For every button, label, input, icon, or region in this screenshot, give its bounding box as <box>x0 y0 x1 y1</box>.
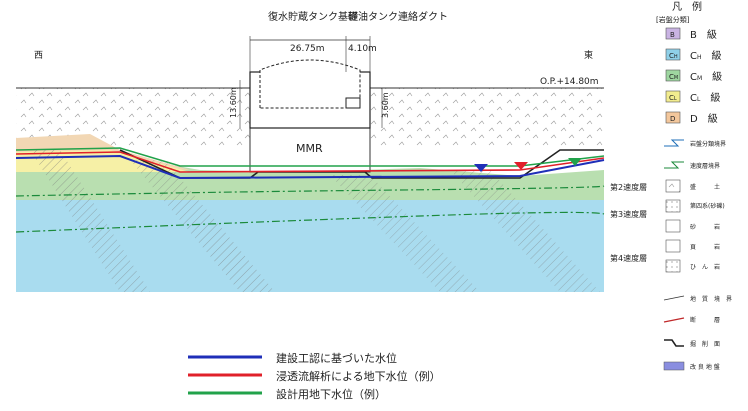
legend-improved-ground-label: 改 良 地 盤 <box>690 363 720 371</box>
east-label: 東 <box>584 49 593 61</box>
legend-velocity-boundary: 速度層境界 <box>664 161 720 170</box>
legend-rock-boundary: 岩盤分類境界 <box>664 139 726 148</box>
legend-geologic-boundary: 地 質 境 界 <box>663 295 732 303</box>
elevation-label: O.P.+14.80m <box>540 77 599 87</box>
water-level-construction <box>15 154 605 180</box>
water-legend-label-green: 設計用地下水位（例） <box>276 387 386 401</box>
legend-geologic-boundary-label: 地 質 境 界 <box>690 295 732 303</box>
legend-excavation: 掘 削 面 <box>664 339 720 348</box>
legend-soil-gravel: 第四系(砂礫) <box>665 199 725 213</box>
water-level-seepage <box>15 151 605 173</box>
legend-soil-porphyrite: ひ ん 岩 <box>665 259 720 273</box>
legend-rock-b-label: B 級 <box>690 28 717 41</box>
legend-fault-label: 断 層 <box>690 316 720 324</box>
water-legend-label-red: 浸透流解析による地下水位（例） <box>276 369 441 383</box>
depth-left-label: 13.60m <box>229 87 238 118</box>
legend-subtitle: [岩盤分類] <box>656 15 690 24</box>
depth-right-label: 3.60m <box>381 92 390 118</box>
west-label: 西 <box>34 50 43 61</box>
water-legend: 建設工認に基づいた水位 浸透流解析による地下水位（例） 設計用地下水位（例） <box>188 351 441 401</box>
legend-rock-cl-label: CL 級 <box>690 91 720 104</box>
tank-dome <box>259 59 361 109</box>
legend-velocity-boundary-label: 速度層境界 <box>690 162 720 170</box>
velocity-layer-2: 第2速度層 <box>610 182 647 192</box>
velocity-boundary-3 <box>15 211 605 233</box>
legend-soil-fill: 盛 土 <box>665 179 720 193</box>
legend-title: 凡 例 <box>672 0 702 13</box>
legend-rock-d: D D 級 <box>665 111 718 125</box>
velocity-layer-4: 第4速度層 <box>610 253 647 263</box>
legend-rock-ch-label: CH 級 <box>690 49 722 62</box>
water-level-design <box>15 147 605 167</box>
legend-excavation-label: 掘 削 面 <box>690 340 720 348</box>
legend-rock-cm-code: CM <box>669 73 678 81</box>
legend-rock-b-code: B <box>670 31 675 39</box>
legend-improved-ground: 改 良 地 盤 <box>663 361 720 371</box>
water-marker-red <box>514 162 528 170</box>
legend-rock-ch-code: CH <box>669 52 678 60</box>
tank-label: 復水貯蔵タンク基礎 <box>268 10 358 23</box>
velocity-layer-3: 第3速度層 <box>610 209 647 219</box>
legend-rock-d-label: D 級 <box>690 112 718 125</box>
legend-soil-fill-label: 盛 土 <box>690 183 720 191</box>
water-legend-label-blue: 建設工認に基づいた水位 <box>276 351 397 365</box>
duct-label: 軽油タンク連絡ダクト <box>348 10 448 23</box>
water-marker-green <box>568 158 582 166</box>
legend-soil-shale-label: 頁 岩 <box>690 243 720 251</box>
hatched-band-1 <box>30 150 150 292</box>
duct-box <box>345 97 361 109</box>
legend-soil-shale: 頁 岩 <box>665 239 720 253</box>
legend-rock-ch: CH CH 級 <box>665 48 722 62</box>
legend-rock-cl-code: CL <box>669 94 677 102</box>
legend-rock-cm-label: CM 級 <box>690 70 722 83</box>
legend-soil-sandstone-label: 砂 岩 <box>690 223 720 231</box>
legend-rock-cm: CM CM 級 <box>665 69 722 83</box>
legend-rock-d-code: D <box>670 115 675 123</box>
legend-soil-sandstone: 砂 岩 <box>665 219 720 233</box>
legend-soil-gravel-label: 第四系(砂礫) <box>690 202 725 210</box>
legend-rock-cl: CL CL 級 <box>665 90 720 104</box>
width-tank: 26.75m <box>290 44 325 54</box>
hatched-band-3 <box>330 175 480 292</box>
velocity-boundary-2 <box>15 185 605 197</box>
legend-fault: 断 層 <box>663 316 720 324</box>
hatched-band-4 <box>450 170 600 292</box>
legend: 凡 例 [岩盤分類] B B 級 CH CH 級 CM CM 級 CL CL 級… <box>656 0 732 371</box>
legend-rock-boundary-label: 岩盤分類境界 <box>690 140 726 148</box>
cross-section <box>15 36 605 292</box>
water-marker-blue <box>474 164 488 172</box>
mmr-label: MMR <box>296 142 323 155</box>
legend-rock-b: B B 級 <box>665 27 717 41</box>
legend-soil-porphyrite-label: ひ ん 岩 <box>690 263 720 271</box>
width-duct: 4.10m <box>348 44 377 54</box>
